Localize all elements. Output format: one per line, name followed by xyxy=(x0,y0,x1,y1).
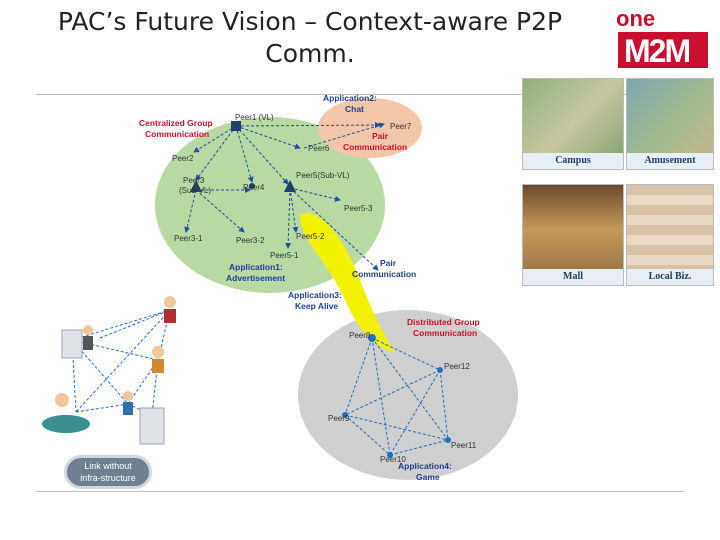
distributed-label-line1: Distributed Group xyxy=(407,317,480,327)
badge-line1: Link without xyxy=(80,460,136,472)
peer3-sub-label: (Sub-VL) xyxy=(179,186,211,195)
car-icon xyxy=(42,415,90,433)
peer3-1-label: Peer3-1 xyxy=(174,234,203,243)
pair-red-line2: Communication xyxy=(343,142,407,152)
pair-blue-line2: Communication xyxy=(352,269,416,279)
person-body-1 xyxy=(164,309,176,323)
centralized-label-line1: Centralized Group xyxy=(139,118,213,128)
peer5-2-label: Peer5-2 xyxy=(296,232,325,241)
left-scene-icons xyxy=(42,296,176,444)
peer6-label: Peer6 xyxy=(308,144,330,153)
peer3-2-label: Peer3-2 xyxy=(236,236,265,245)
peer5-3-label: Peer5-3 xyxy=(344,204,373,213)
app3-title: Application3: xyxy=(288,290,342,300)
amusement-caption: Amusement xyxy=(627,153,713,169)
person-icon-2 xyxy=(83,325,93,335)
app4-subtitle: Game xyxy=(416,472,440,482)
link-without-infrastructure-badge: Link without infra-structure xyxy=(64,455,152,489)
app1-subtitle: Advertisement xyxy=(226,273,285,283)
peer5-label: Peer5(Sub-VL) xyxy=(296,171,350,180)
amusement-tile: Amusement xyxy=(626,78,714,170)
game-cloud xyxy=(298,310,518,480)
campus-caption: Campus xyxy=(523,153,623,169)
peer1-label: Peer1 (VL) xyxy=(235,113,274,122)
peer12-label: Peer12 xyxy=(444,362,470,371)
app4-title: Application4: xyxy=(398,461,452,471)
peer7-label: Peer7 xyxy=(390,122,412,131)
peer11-label: Peer11 xyxy=(451,441,477,450)
app2-title: Application2: xyxy=(323,93,377,103)
person-body-2 xyxy=(83,336,93,350)
distributed-label-line2: Communication xyxy=(413,328,477,338)
person-body-4 xyxy=(123,402,133,415)
mall-tile: Mall xyxy=(522,184,624,286)
person-icon-1 xyxy=(164,296,176,308)
app2-subtitle: Chat xyxy=(345,104,364,114)
app1-title: Application1: xyxy=(229,262,283,272)
driver-icon xyxy=(55,393,69,407)
app3-subtitle: Keep Alive xyxy=(295,301,338,311)
peer8-label: Peer8 xyxy=(349,331,371,340)
pair-blue-line1: Pair xyxy=(380,258,397,268)
mall-caption: Mall xyxy=(523,269,623,285)
local-biz-tile: Local Biz. xyxy=(626,184,714,286)
building-icon xyxy=(62,330,82,358)
campus-tile: Campus xyxy=(522,78,624,170)
centralized-label-line2: Communication xyxy=(145,129,209,139)
peer10-label: Peer10 xyxy=(380,455,406,464)
person-icon-4 xyxy=(123,391,133,401)
local-biz-caption: Local Biz. xyxy=(627,269,713,285)
badge-line2: infra-structure xyxy=(80,472,136,484)
person-body-3 xyxy=(152,359,164,373)
peer9-label: Peer9 xyxy=(328,414,350,423)
peer1-node xyxy=(231,121,241,131)
peer2-label: Peer2 xyxy=(172,154,194,163)
peer12-node xyxy=(437,367,443,373)
person-icon-3 xyxy=(152,346,164,358)
peer3-label: Peer3 xyxy=(183,176,205,185)
building-icon-2 xyxy=(140,408,164,444)
peer5-1-label: Peer5-1 xyxy=(270,251,299,260)
peer4-label: Peer4 xyxy=(243,183,265,192)
pair-red-line1: Pair xyxy=(372,131,389,141)
